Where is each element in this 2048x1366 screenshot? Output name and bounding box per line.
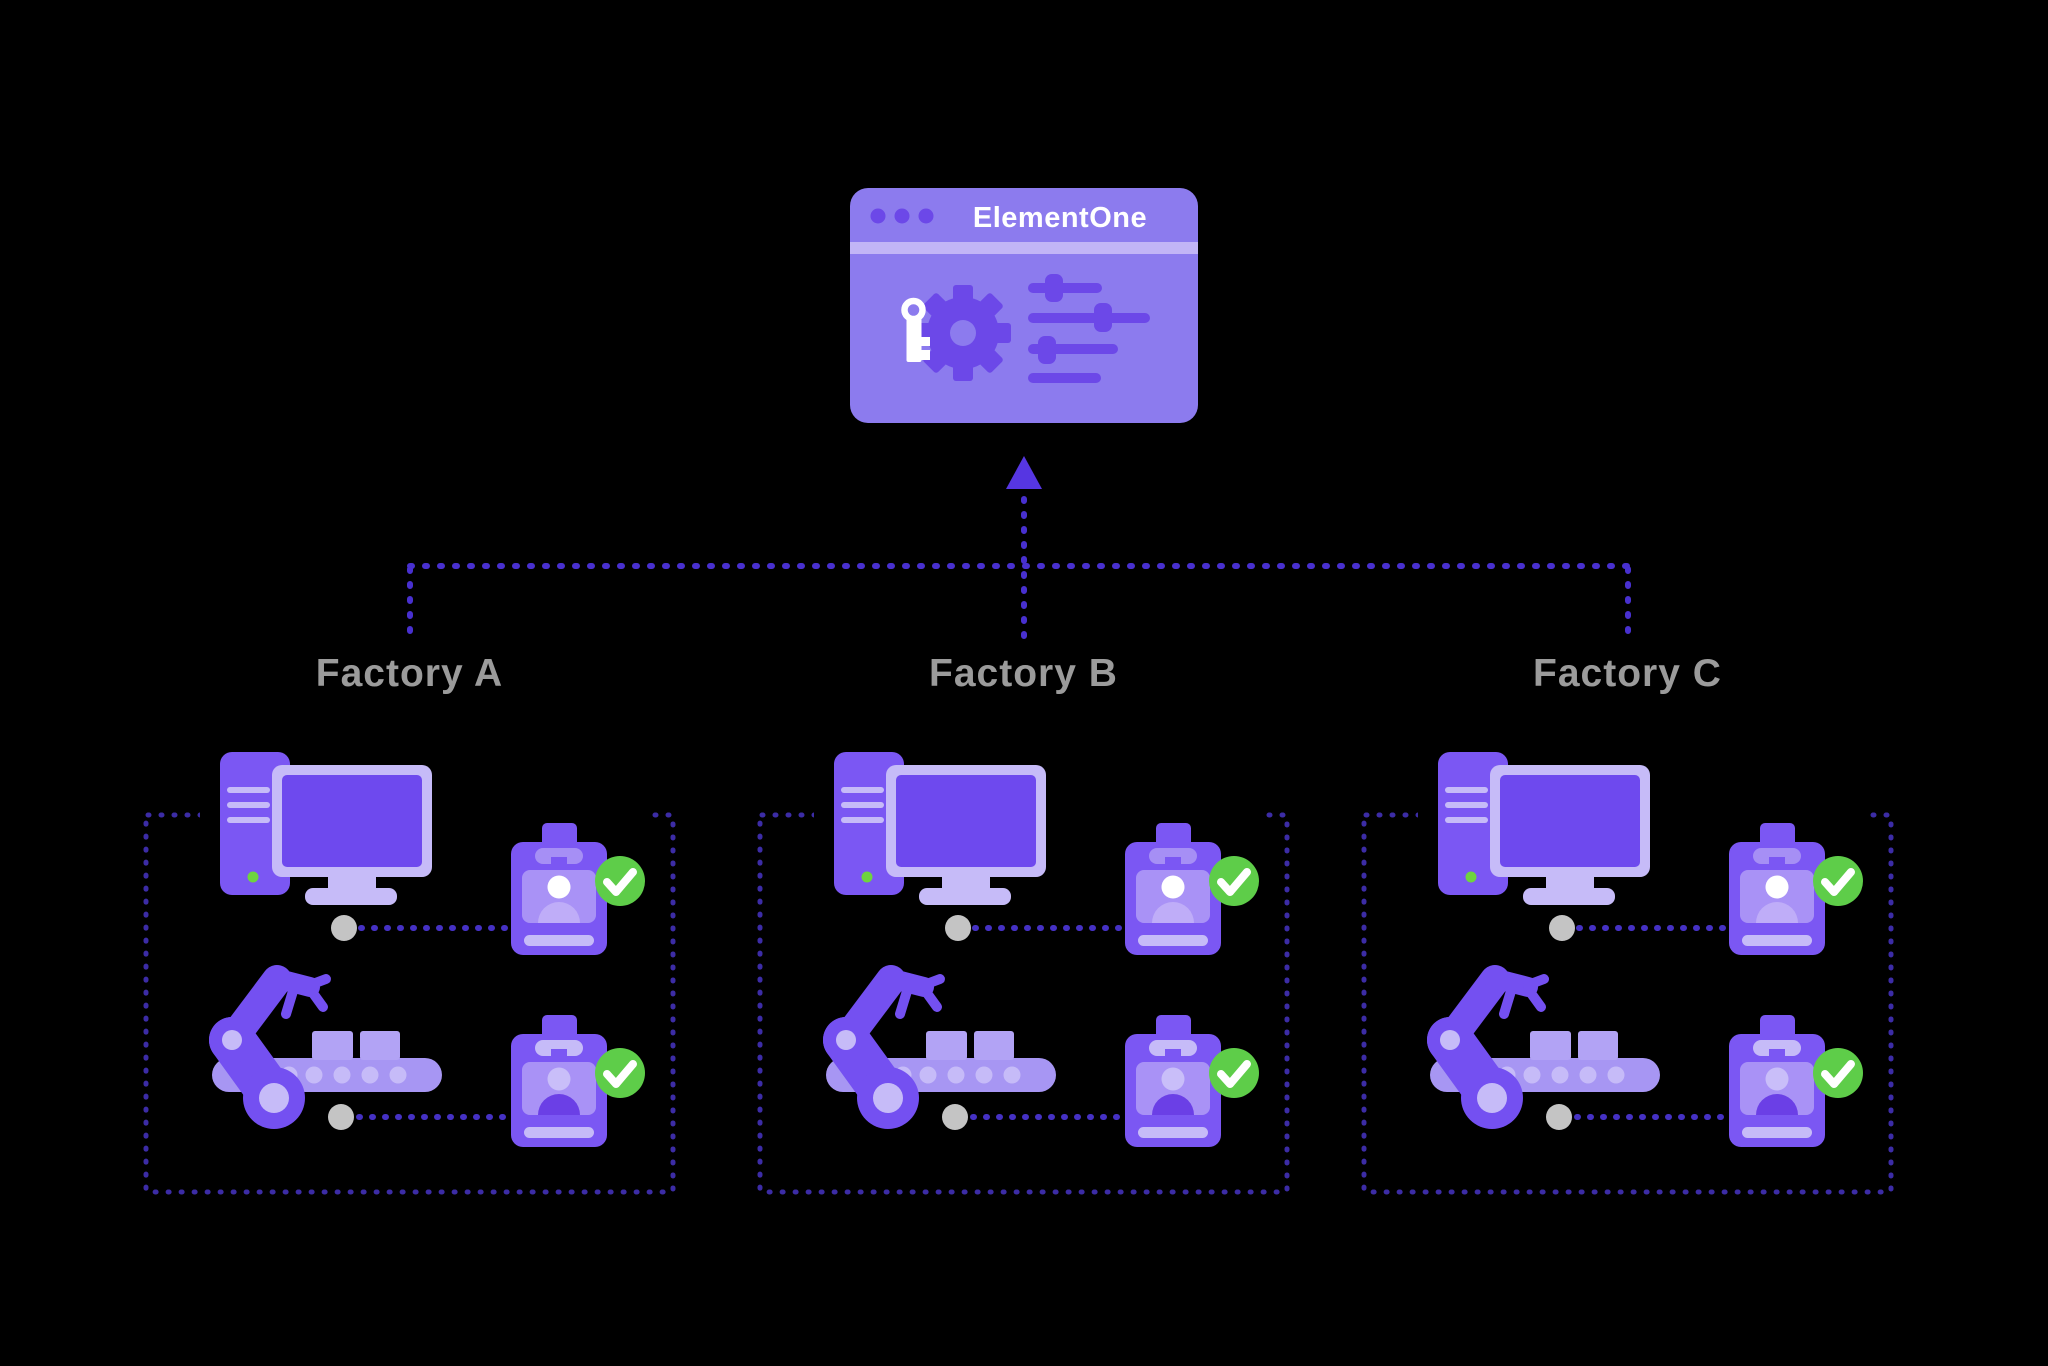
- key-icon: [901, 297, 930, 362]
- factory-a-label: Factory A: [315, 652, 504, 695]
- gear-icon: [915, 285, 1011, 381]
- window-title: ElementOne: [973, 202, 1147, 234]
- factory-c-label: Factory C: [1533, 652, 1722, 695]
- factory-a-group: Factory A: [142, 600, 677, 1260]
- factory-b-label: Factory B: [929, 652, 1118, 695]
- arrow-up-icon: [1006, 456, 1042, 489]
- window-divider-strip: [850, 242, 1198, 254]
- window-traffic-dots: [870, 208, 934, 224]
- settings-sliders-icon: [1028, 274, 1150, 383]
- factory-b-art: [756, 600, 1291, 1260]
- factory-a-art: [142, 600, 677, 1260]
- elementone-window: ElementOne: [850, 188, 1198, 423]
- factory-c-group: Factory C: [1360, 600, 1895, 1260]
- factory-b-group: Factory B: [756, 600, 1291, 1260]
- factory-c-art: [1360, 600, 1895, 1260]
